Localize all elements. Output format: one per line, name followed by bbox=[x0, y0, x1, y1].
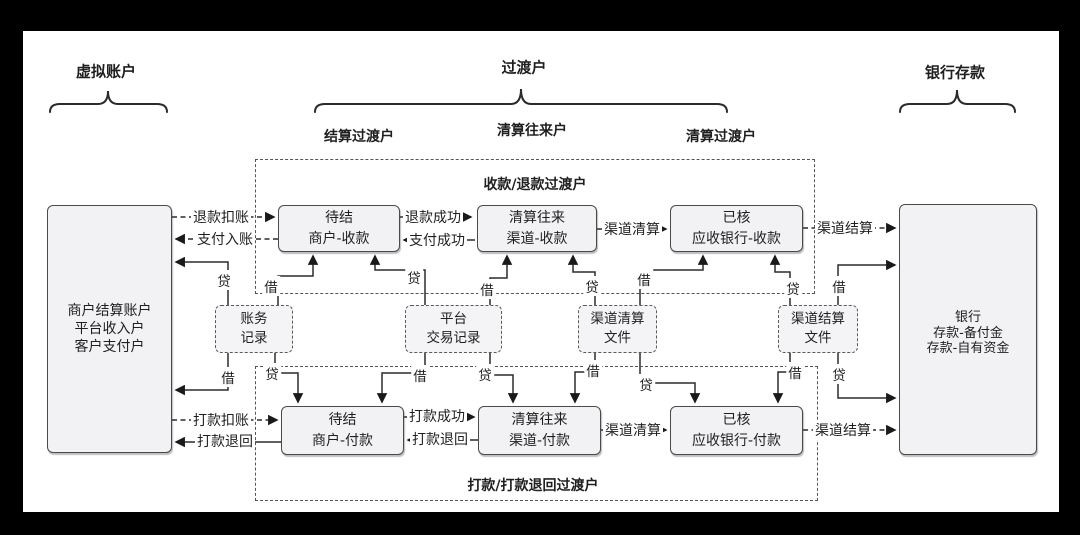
merchant-account-line: 商户结算账户 bbox=[67, 303, 152, 319]
section-braces bbox=[49, 88, 1016, 113]
box-line: 文件 bbox=[804, 330, 832, 346]
box-line: 文件 bbox=[604, 330, 631, 346]
box-line: 已核 bbox=[722, 411, 751, 428]
container-label-receive-refund: 收款/退款过渡户 bbox=[479, 174, 591, 194]
section-label-virtual-accounts: 虚拟账户 bbox=[72, 60, 140, 82]
box-line: 平台 bbox=[440, 311, 467, 327]
elbow-debit-to-merchant-pay bbox=[376, 353, 426, 404]
box-line: 交易记录 bbox=[426, 330, 481, 346]
elbow-credit-to-merchant-receive bbox=[369, 254, 426, 305]
debit-label: 借 bbox=[411, 365, 429, 385]
box-merchant-virtual-accounts: 商户结算账户 平台收入户 客户支付户 bbox=[47, 205, 172, 453]
box-platform-transaction-record: 平台 交易记录 bbox=[405, 305, 502, 353]
elbow-credit-to-bank-pay bbox=[639, 353, 701, 404]
merchant-account-line: 客户支付户 bbox=[74, 339, 145, 355]
brace-transition-accounts bbox=[314, 88, 728, 113]
box-line: 应收银行-收款 bbox=[691, 230, 782, 247]
credit-label: 贷 bbox=[637, 374, 655, 394]
sub-label-settlement-transition: 结算过渡户 bbox=[321, 126, 397, 146]
debit-label: 借 bbox=[584, 360, 602, 380]
receive-refund-transition-container bbox=[255, 159, 815, 294]
bank-account-line: 银行 bbox=[954, 310, 981, 326]
box-verified-bank-receivable-pay: 已核 应收银行-付款 bbox=[670, 406, 803, 455]
box-clearing-channel-receive: 清算往来 渠道-收款 bbox=[477, 205, 597, 252]
merchant-account-line: 平台收入户 bbox=[74, 321, 145, 337]
credit-label: 贷 bbox=[583, 276, 601, 296]
section-label-transition-accounts: 过渡户 bbox=[498, 56, 550, 78]
elbow-credit-to-merchant-account bbox=[174, 256, 229, 305]
brace-virtual-accounts bbox=[49, 90, 168, 113]
box-verified-bank-receivable-receive: 已核 应收银行-收款 bbox=[670, 205, 803, 252]
box-line: 记录 bbox=[240, 330, 268, 346]
debit-label: 借 bbox=[635, 269, 653, 289]
box-channel-clearing-file: 渠道清算 文件 bbox=[578, 305, 657, 353]
flow-label-channel-clearing-bottom: 渠道清算 bbox=[603, 420, 663, 440]
box-line: 渠道-收款 bbox=[506, 230, 568, 247]
debit-label: 借 bbox=[786, 362, 804, 382]
credit-label: 贷 bbox=[405, 267, 423, 287]
box-line: 商户-收款 bbox=[308, 230, 370, 247]
section-label-bank-deposits: 银行存款 bbox=[921, 61, 989, 83]
box-channel-settlement-file: 渠道结算 文件 bbox=[778, 305, 858, 353]
flow-label-refund-debit: 退款扣账 bbox=[191, 207, 251, 227]
flow-label-pay-in: 支付入账 bbox=[195, 229, 255, 249]
box-pending-merchant-receive: 待结 商户-收款 bbox=[278, 205, 400, 252]
credit-label: 贷 bbox=[830, 364, 848, 384]
flow-label-payout-return-left: 打款退回 bbox=[195, 431, 255, 451]
box-line: 渠道结算 bbox=[791, 311, 845, 327]
box-pending-merchant-pay: 待结 商户-付款 bbox=[281, 406, 404, 455]
brace-bank-deposits bbox=[899, 89, 1016, 113]
sub-label-clearing-current: 清算往来户 bbox=[494, 120, 570, 140]
bank-account-line: 存款-自有资金 bbox=[926, 341, 1010, 357]
box-line: 清算往来 bbox=[509, 209, 565, 226]
flow-label-channel-clearing-top: 渠道清算 bbox=[602, 219, 662, 239]
elbow-debit-to-merchant-account bbox=[174, 353, 229, 396]
flow-label-payout-success: 打款成功 bbox=[407, 406, 467, 426]
credit-label: 贷 bbox=[476, 364, 494, 384]
flow-label-payout-debit: 打款扣账 bbox=[191, 410, 251, 430]
credit-label: 贷 bbox=[215, 270, 233, 290]
box-accounting-record: 账务 记录 bbox=[215, 305, 293, 353]
flow-label-pay-success: 支付成功 bbox=[407, 230, 467, 250]
credit-label: 贷 bbox=[263, 363, 281, 383]
debit-label: 借 bbox=[219, 367, 237, 387]
debit-label: 借 bbox=[478, 279, 496, 299]
credit-label: 贷 bbox=[784, 278, 802, 298]
box-line: 清算往来 bbox=[511, 411, 568, 428]
box-line: 渠道-付款 bbox=[508, 432, 571, 449]
box-bank-deposits: 银行 存款-备付金 存款-自有资金 bbox=[899, 204, 1037, 455]
box-line: 渠道清算 bbox=[590, 311, 645, 327]
debit-label: 借 bbox=[830, 276, 848, 296]
sub-label-clearing-transition: 清算过渡户 bbox=[683, 126, 759, 146]
box-line: 账务 bbox=[240, 311, 268, 327]
box-line: 待结 bbox=[328, 411, 357, 428]
flow-label-channel-settlement-top: 渠道结算 bbox=[815, 218, 875, 238]
flow-label-refund-success: 退款成功 bbox=[403, 207, 463, 227]
debit-label: 借 bbox=[262, 276, 280, 296]
flow-label-payout-return-mid: 打款退回 bbox=[410, 429, 470, 449]
flow-label-channel-settlement-bottom: 渠道结算 bbox=[813, 420, 873, 440]
box-line: 商户-付款 bbox=[311, 432, 374, 449]
box-line: 已核 bbox=[722, 209, 751, 226]
box-line: 待结 bbox=[325, 209, 353, 226]
box-line: 应收银行-付款 bbox=[691, 432, 782, 449]
container-label-payout-return: 打款/打款退回过渡户 bbox=[463, 475, 603, 495]
box-clearing-channel-pay: 清算往来 渠道-付款 bbox=[478, 406, 601, 455]
bank-account-line: 存款-备付金 bbox=[933, 325, 1003, 341]
